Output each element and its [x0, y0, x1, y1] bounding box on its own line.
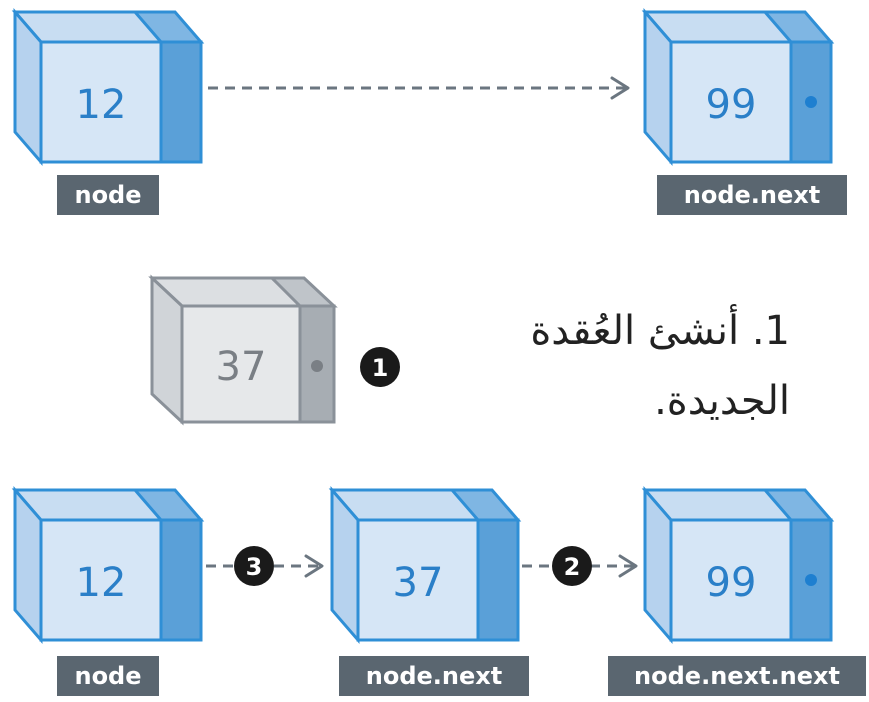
svg-text:1: 1: [372, 354, 389, 382]
box-pointer-top: [131, 10, 205, 44]
node-value: 99: [706, 82, 757, 128]
node-value: 37: [393, 560, 444, 606]
new-node-value: 37: [216, 344, 267, 390]
node-label-bottom: node: [57, 656, 159, 696]
svg-text:2: 2: [564, 553, 581, 581]
node-box-99-top: 99: [641, 7, 835, 167]
pointer-dot: [311, 360, 323, 372]
node-value: 99: [706, 560, 757, 606]
node-box-37-bottom: 37: [328, 485, 522, 645]
step-badge-2: 2: [552, 546, 592, 586]
svg-text:node: node: [74, 662, 141, 690]
step-1-caption: 1. أنشئ العُقدة الجديدة.: [430, 296, 790, 436]
new-node-box-37: 37: [148, 274, 338, 426]
svg-text:3: 3: [246, 553, 263, 581]
node-next-next-label-bottom: node.next.next: [608, 656, 866, 696]
node-box-99-bottom: 99: [641, 485, 835, 645]
node-value: 12: [76, 82, 127, 128]
caption-line-1: 1. أنشئ العُقدة: [530, 308, 790, 354]
null-pointer-dot: [805, 96, 817, 108]
svg-text:node.next: node.next: [684, 181, 820, 209]
svg-text:node.next.next: node.next.next: [634, 662, 840, 690]
box-pointer-section: [159, 40, 203, 164]
node-next-label-top: node.next: [657, 175, 847, 215]
node-next-label-bottom: node.next: [339, 656, 529, 696]
box-front-face: [39, 40, 163, 164]
caption-line-2: الجديدة.: [654, 378, 790, 424]
null-pointer-dot: [805, 574, 817, 586]
step-badge-3: 3: [234, 546, 274, 586]
svg-text:node.next: node.next: [366, 662, 502, 690]
node-box-12-bottom: 12: [11, 485, 205, 645]
node-value: 12: [76, 560, 127, 606]
node-box-12-top: 12: [11, 7, 205, 167]
svg-text:node: node: [74, 181, 141, 209]
step-badge-1: 1: [360, 347, 400, 387]
node-label-top: node: [57, 175, 159, 215]
